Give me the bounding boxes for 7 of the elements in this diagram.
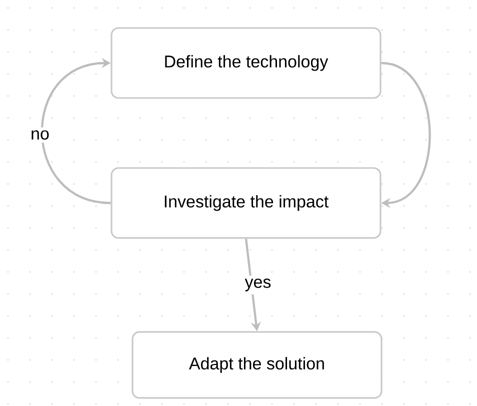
edge-label: no: [28, 127, 52, 143]
process-box: Investigate the impact: [110, 167, 382, 239]
arrow: [40, 58, 111, 204]
arrow: [381, 62, 431, 208]
process-box: Adapt the solution: [132, 331, 382, 399]
process-box: Define the technology: [110, 27, 382, 99]
edge-label: yes: [242, 276, 274, 294]
